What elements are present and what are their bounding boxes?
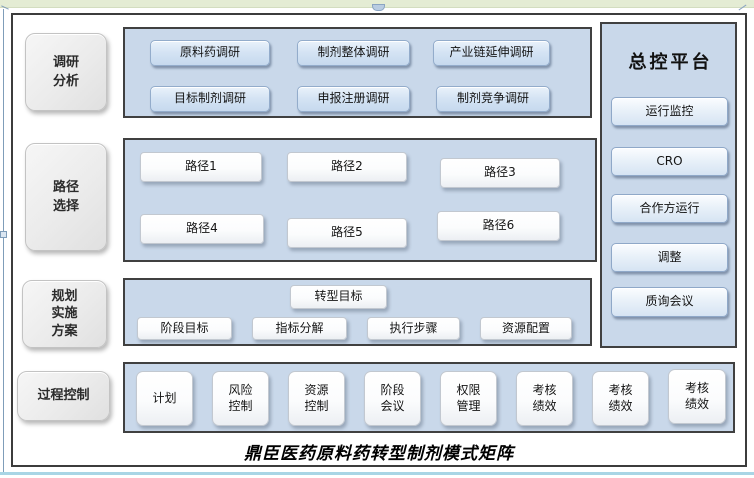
survey-button[interactable]: 原料药调研 xyxy=(150,40,270,66)
process-button[interactable]: 资源 控制 xyxy=(288,371,345,426)
path-button[interactable]: 路径2 xyxy=(287,152,407,182)
plan-button[interactable]: 执行步骤 xyxy=(367,317,460,340)
control-platform-button[interactable]: 合作方运行 xyxy=(611,194,728,223)
transformation-goal-button[interactable]: 转型目标 xyxy=(290,285,387,309)
control-platform-button[interactable]: 调整 xyxy=(611,243,728,272)
survey-button[interactable]: 制剂整体调研 xyxy=(297,40,410,66)
control-platform-title: 总控平台 xyxy=(628,52,713,73)
control-platform-button[interactable]: 运行监控 xyxy=(611,97,728,126)
selection-handle-left[interactable] xyxy=(0,231,7,238)
plan-panel: 转型目标 阶段目标 指标分解 执行步骤 资源配置 xyxy=(123,278,592,346)
process-button[interactable]: 计划 xyxy=(136,371,193,426)
row-label-path-selection[interactable]: 路径 选择 xyxy=(25,143,107,251)
survey-button[interactable]: 产业链延伸调研 xyxy=(433,40,550,66)
path-button[interactable]: 路径6 xyxy=(437,211,560,241)
path-button[interactable]: 路径5 xyxy=(287,218,407,248)
row-label-survey-analysis[interactable]: 调研 分析 xyxy=(25,33,107,111)
path-button[interactable]: 路径3 xyxy=(440,158,560,188)
process-button[interactable]: 阶段 会议 xyxy=(364,371,421,426)
selection-handle-top[interactable] xyxy=(372,4,385,11)
document-bottom-rule xyxy=(0,472,754,475)
survey-button[interactable]: 制剂竞争调研 xyxy=(436,86,550,112)
process-button[interactable]: 权限 管理 xyxy=(440,371,497,426)
control-platform-panel: 总控平台 运行监控 CRO 合作方运行 调整 质询会议 xyxy=(600,22,737,348)
survey-panel: 原料药调研 制剂整体调研 产业链延伸调研 目标制剂调研 申报注册调研 制剂竞争调… xyxy=(123,27,592,118)
row-label-plan-implementation[interactable]: 规划 实施 方案 xyxy=(22,280,107,348)
diagram-title: 鼎臣医药原料药转型制剂模式矩阵 xyxy=(244,443,514,464)
path-button[interactable]: 路径4 xyxy=(140,214,264,244)
process-button[interactable]: 风险 控制 xyxy=(212,371,269,426)
survey-button[interactable]: 申报注册调研 xyxy=(297,86,410,112)
control-platform-button[interactable]: 质询会议 xyxy=(611,287,728,317)
process-button[interactable]: 考核 绩效 xyxy=(668,369,726,424)
plan-button[interactable]: 指标分解 xyxy=(252,317,347,340)
path-button[interactable]: 路径1 xyxy=(140,152,262,182)
selection-left-edge xyxy=(3,9,4,472)
process-button[interactable]: 考核 绩效 xyxy=(516,371,573,426)
row-label-process-control[interactable]: 过程控制 xyxy=(17,371,110,421)
plan-button[interactable]: 阶段目标 xyxy=(137,317,232,340)
control-platform-button[interactable]: CRO xyxy=(611,147,728,176)
path-panel: 路径1 路径2 路径3 路径4 路径5 路径6 xyxy=(123,138,597,262)
process-panel: 计划 风险 控制 资源 控制 阶段 会议 权限 管理 考核 绩效 考核 绩效 考… xyxy=(123,362,735,433)
plan-button[interactable]: 资源配置 xyxy=(480,317,572,340)
survey-button[interactable]: 目标制剂调研 xyxy=(150,86,270,112)
process-button[interactable]: 考核 绩效 xyxy=(592,371,649,426)
